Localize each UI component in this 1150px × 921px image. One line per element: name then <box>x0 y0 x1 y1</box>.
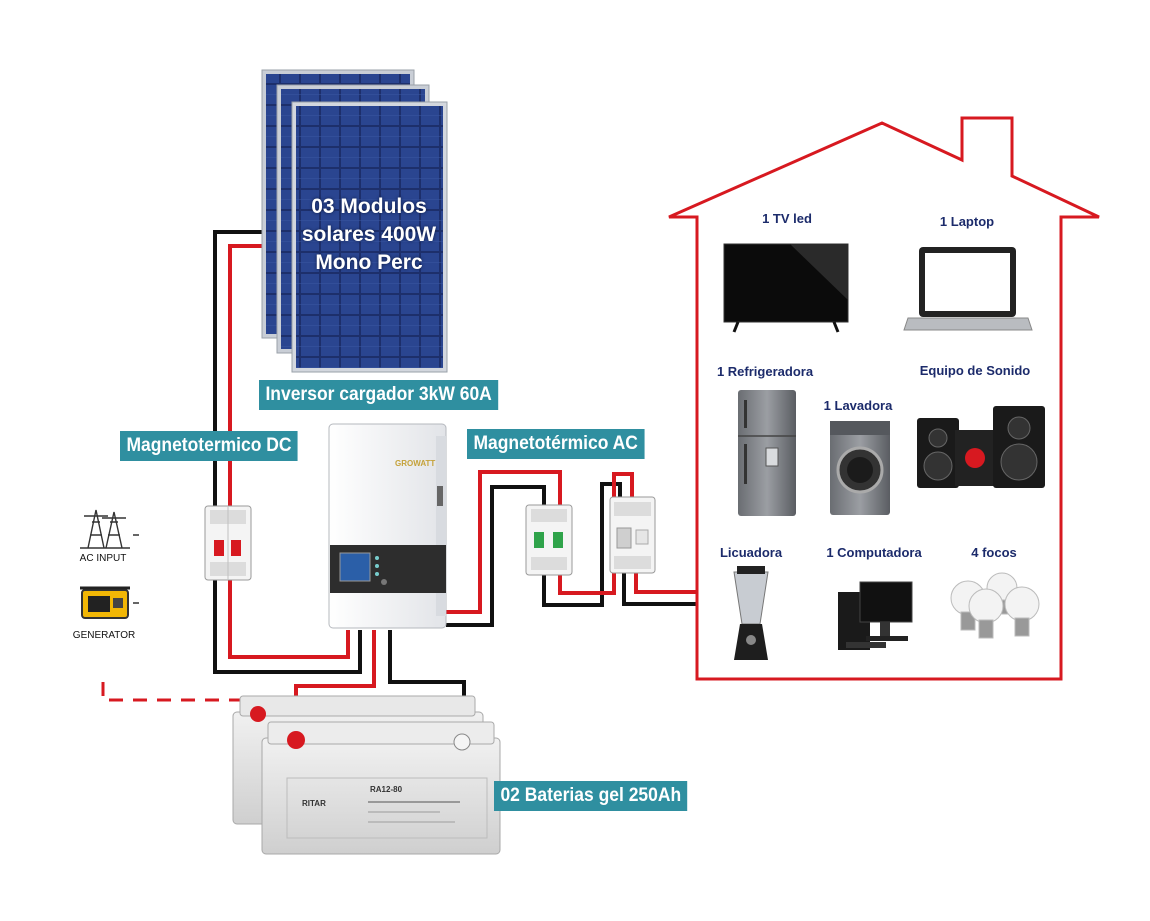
generator-label: GENERATOR <box>72 630 136 641</box>
sound-system-icon <box>917 406 1045 488</box>
wire-panel-negative <box>213 230 362 674</box>
ac-breaker-label: Magnetotérmico AC <box>467 429 645 459</box>
panels-label-line3: Mono Perc <box>315 251 423 274</box>
wire-generator-dashed <box>101 682 258 702</box>
tv-icon <box>723 243 849 333</box>
wire-ac-out-positive <box>446 470 562 614</box>
ac-breaker-1 <box>525 504 573 576</box>
inverter: GROWATT <box>328 423 447 629</box>
generator-icon <box>80 586 130 619</box>
appliance-label-fridge: 1 Refrigeradora <box>716 364 814 379</box>
panels-label-line1: 03 Modulos <box>311 195 427 218</box>
dc-breaker-label: Magnetotermico DC <box>120 431 298 461</box>
appliance-label-laptop: 1 Laptop <box>939 214 995 229</box>
battery-label: 02 Baterias gel 250Ah <box>494 781 688 811</box>
battery-model-text: RA12-80 <box>370 785 403 794</box>
wire-breaker-link-neg <box>542 482 622 607</box>
inverter-brand-text: GROWATT <box>395 459 435 468</box>
laptop-icon <box>903 247 1033 331</box>
light-bulbs-icon <box>950 572 1040 639</box>
ac-breaker-2-rcd <box>609 496 656 574</box>
appliance-label-bulbs: 4 focos <box>971 545 1017 560</box>
wire-panel-positive <box>228 244 350 659</box>
wiring <box>213 230 697 745</box>
appliance-label-computer: 1 Computadora <box>826 545 922 560</box>
computer-icon <box>838 581 913 650</box>
ac-input-label: AC INPUT <box>79 553 127 564</box>
appliance-label-blender: Licuadora <box>719 545 783 560</box>
blender-icon <box>733 566 769 660</box>
battery-brand-text: RITAR <box>302 799 326 808</box>
inverter-label: Inversor cargador 3kW 60A <box>259 380 499 410</box>
dc-breaker <box>204 505 252 581</box>
panels-label: 03 Modulos solares 400W Mono Perc <box>289 193 449 277</box>
panels-label-line2: solares 400W <box>301 223 437 246</box>
wire-ac-out-negative <box>446 485 546 627</box>
appliance-label-tv: 1 TV led <box>762 211 812 226</box>
wire-to-house-pos <box>634 572 697 594</box>
appliance-label-sound: Equipo de Sonido <box>919 363 1031 378</box>
appliance-label-washer: 1 Lavadora <box>823 398 893 413</box>
solar-panels <box>261 69 448 373</box>
ac-input-tower-icon <box>80 509 130 549</box>
house-outline <box>668 116 1100 681</box>
refrigerator-icon <box>738 390 796 516</box>
batteries: RITAR RA12-80 <box>232 695 501 855</box>
washer-icon <box>830 421 890 515</box>
wire-to-house-neg <box>622 572 697 606</box>
